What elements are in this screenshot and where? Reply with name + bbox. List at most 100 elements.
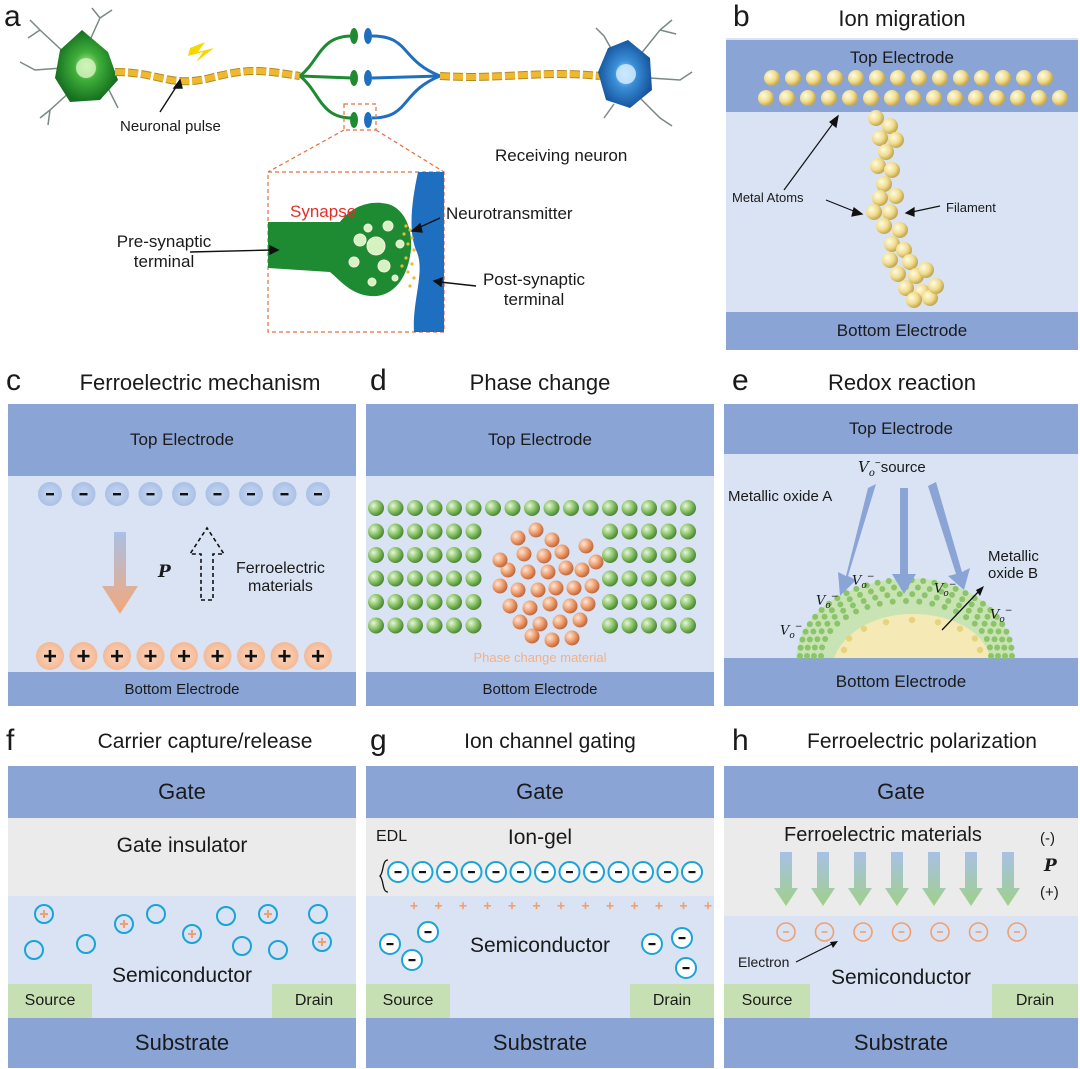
carrier-icon — [268, 940, 288, 960]
panel-f-title: Carrier capture/release — [97, 730, 313, 753]
panel-d-lattice — [368, 500, 696, 648]
panel-h-drain: Drain — [992, 984, 1078, 1018]
panel-c-ferro-line-1: Ferroelectric — [236, 560, 325, 577]
electron-label: Electron — [738, 954, 790, 970]
vo-source-v: V — [858, 458, 869, 476]
polarization-arrow — [848, 852, 872, 906]
panel-e-top-electrode: Top Electrode — [724, 404, 1078, 454]
pre-synaptic-terminal-shape — [268, 202, 412, 297]
carrier-icon — [216, 906, 236, 926]
oxide-b-line-1: Metallic — [988, 548, 1039, 565]
panel-g-gate: Gate — [366, 766, 714, 818]
polarization-arrow — [996, 852, 1020, 906]
metal-atoms — [758, 70, 1068, 106]
carrier-icon — [24, 940, 44, 960]
trapped-carrier-icon — [258, 904, 278, 924]
panel-h-semi-label: Semiconductor — [830, 966, 972, 989]
receiving-neuron-dendrites — [595, 19, 693, 127]
panel-d-letter: d — [370, 364, 387, 397]
polarization-arrow — [811, 852, 835, 906]
neurotransmitter-label: Neurotransmitter — [446, 204, 573, 223]
panel-g-letter: g — [370, 724, 387, 757]
vo-source-sub: o — [868, 468, 875, 479]
panel-c-title: Ferroelectric mechanism — [79, 370, 321, 395]
electron-icon — [930, 922, 950, 942]
panel-g-substrate: Substrate — [366, 1018, 714, 1068]
vo-source-label: Vo−source — [858, 458, 926, 479]
polarization-arrow — [922, 852, 946, 906]
receiving-neuron-label: Receiving neuron — [495, 146, 628, 165]
polarization-arrow — [959, 852, 983, 906]
panel-e-bottom-electrode: Bottom Electrode — [724, 658, 1078, 706]
panel-h-plus-label: (+) — [1040, 884, 1059, 901]
panel-h-ferro-label: Ferroelectric materials — [784, 824, 982, 846]
polarization-arrow — [885, 852, 909, 906]
metal-atoms-label: Metal Atoms — [732, 190, 804, 205]
vo-label: Vo− — [816, 592, 839, 611]
panel-f-drain: Drain — [272, 984, 356, 1018]
sending-neuron-dendrites — [19, 7, 119, 126]
panel-h-title: Ferroelectric polarization — [807, 730, 1037, 753]
panel-f-gate-insulator: Gate insulator — [8, 818, 356, 896]
pre-synaptic-line-2: terminal — [133, 252, 195, 271]
vo-source-text: source — [880, 459, 926, 476]
panel-f-substrate: Substrate — [8, 1018, 356, 1068]
panel-c-ferro-line-2: materials — [248, 578, 313, 595]
oxide-b-dome-inner — [834, 614, 990, 658]
panel-b-atoms — [758, 70, 1068, 308]
synapse-label: Synapse — [290, 202, 357, 221]
electron-icon — [776, 922, 796, 942]
panel-a-letter: a — [4, 0, 21, 33]
trapped-carrier-icon — [182, 924, 202, 944]
crystalline-atoms — [368, 500, 696, 634]
carrier-icon — [146, 904, 166, 924]
neuronal-pulse-label: Neuronal pulse — [120, 118, 221, 135]
vo-label: Vo− — [990, 606, 1013, 625]
polarization-arrow — [774, 852, 798, 906]
panel-b-bottom-electrode: Bottom Electrode — [726, 312, 1078, 350]
panel-h-p-label: P — [1044, 856, 1057, 876]
post-synaptic-terminal-shape — [411, 172, 444, 332]
panel-c-charges — [36, 482, 332, 670]
panel-f-insulator-label: Gate insulator — [116, 834, 248, 857]
panel-d-title: Phase change — [469, 370, 611, 395]
pre-synaptic-line-1: Pre-synaptic — [116, 232, 212, 251]
panel-c-top-electrode: Top Electrode — [8, 404, 356, 476]
trapped-carrier-icon — [34, 904, 54, 924]
electron-icon — [853, 922, 873, 942]
trapped-carrier-icon — [114, 914, 134, 934]
panel-g-semi-label: Semiconductor — [469, 934, 611, 957]
ferroelectric-dashed-arrow — [188, 526, 226, 601]
panel-h-substrate: Substrate — [724, 1018, 1078, 1068]
edl-label: EDL — [376, 828, 408, 845]
electron-icon — [891, 922, 912, 942]
pre-synaptic-label: Pre-synaptic terminal — [104, 232, 224, 272]
post-synaptic-line-2: terminal — [503, 290, 565, 309]
neuron-network-diagram — [19, 7, 693, 333]
amorphous-atoms — [492, 522, 604, 648]
panel-f-gate: Gate — [8, 766, 356, 818]
vesicles — [348, 220, 405, 287]
carrier-icon — [308, 904, 328, 924]
oxide-b-line-2: oxide B — [988, 565, 1039, 582]
panel-f-letter: f — [6, 724, 15, 757]
vo-arrows — [838, 482, 970, 596]
panel-h-letter: h — [732, 724, 749, 757]
post-synaptic-line-1: Post-synaptic — [482, 270, 586, 289]
panel-b-title: Ion migration — [838, 6, 966, 31]
edl-brace — [379, 859, 389, 893]
panel-d-top-electrode: Top Electrode — [366, 404, 714, 476]
panel-g-source: Source — [366, 984, 450, 1018]
panel-c-bottom-electrode: Bottom Electrode — [8, 672, 356, 706]
zoom-source-box — [343, 103, 377, 131]
panel-g-ion-gel — [366, 818, 714, 896]
trapped-carrier-icon — [312, 932, 332, 952]
panel-c-p-label: P — [158, 562, 171, 582]
electron-icon — [814, 922, 835, 942]
synapse-terminals — [350, 28, 372, 128]
filament-label: Filament — [946, 200, 996, 215]
post-synaptic-label: Post-synaptic terminal — [474, 270, 594, 310]
